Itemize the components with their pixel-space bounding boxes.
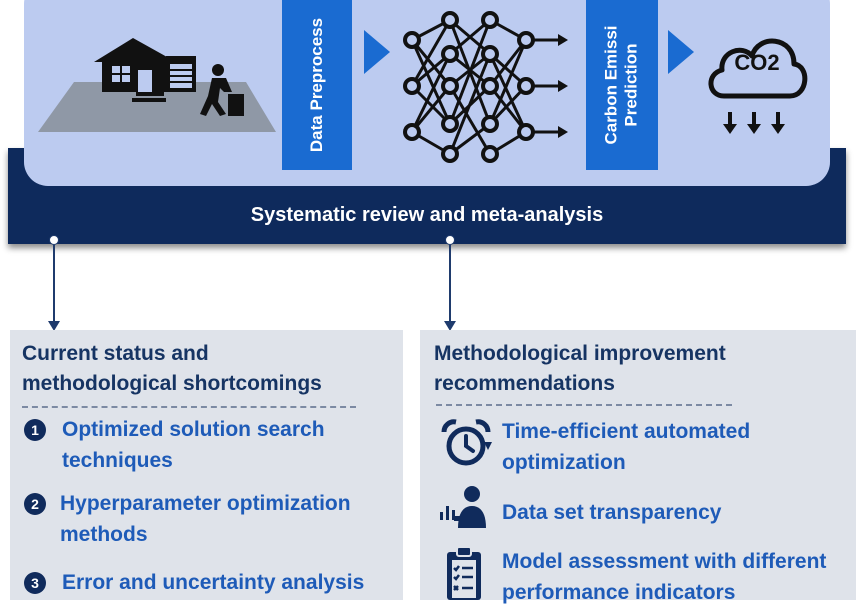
list-item: Optimized solution search techniques bbox=[62, 414, 402, 476]
arrow-right-icon bbox=[668, 30, 694, 74]
arrow-down-icon bbox=[444, 321, 456, 331]
item-line2: performance indicators bbox=[502, 581, 736, 604]
co2-cloud-icon bbox=[708, 38, 808, 134]
band-title: Systematic review and meta-analysis bbox=[250, 204, 604, 226]
neural-network-icon bbox=[403, 11, 568, 163]
house-with-worker-icon bbox=[38, 38, 276, 132]
data-preprocess-step: Data Preprocess bbox=[282, 0, 352, 170]
arrow-right-icon bbox=[364, 30, 390, 74]
list-item: Error and uncertainty analysis bbox=[62, 567, 402, 598]
recommendations-title-line2: recommendations bbox=[434, 372, 615, 395]
divider bbox=[22, 406, 356, 408]
arrow-down-icon bbox=[48, 321, 60, 331]
item-line2: methods bbox=[60, 523, 148, 546]
carbon-emission-prediction-label: Carbon Emissi Prediction bbox=[602, 25, 642, 144]
item-line2: techniques bbox=[62, 449, 173, 472]
list-item: Model assessment with different performa… bbox=[502, 546, 852, 608]
recommendations-title-line1: Methodological improvement bbox=[434, 342, 726, 365]
number-badge: 1 bbox=[24, 419, 46, 441]
shortcomings-title-line1: Current status and bbox=[22, 342, 209, 365]
number-badge: 2 bbox=[24, 493, 46, 515]
data-preprocess-label: Data Preprocess bbox=[307, 17, 326, 153]
shortcomings-title: Current status and methodological shortc… bbox=[22, 339, 402, 399]
item-line2: optimization bbox=[502, 451, 626, 474]
co2-label: CO2 bbox=[734, 50, 780, 75]
item-line1: Data set transparency bbox=[502, 501, 722, 524]
recommendations-title: Methodological improvement recommendatio… bbox=[434, 339, 844, 399]
connector-dot-right bbox=[445, 235, 455, 245]
connector-dot-left bbox=[49, 235, 59, 245]
person-data-icon bbox=[440, 486, 486, 528]
connector-line-left bbox=[53, 245, 55, 323]
list-item: Time-efficient automated optimization bbox=[502, 416, 842, 478]
shortcomings-title-line2: methodological shortcomings bbox=[22, 372, 322, 395]
clipboard-checklist-icon bbox=[447, 546, 481, 600]
item-line1: Model assessment with different bbox=[502, 550, 827, 573]
connector-line-right bbox=[449, 245, 451, 323]
shortcomings-panel bbox=[10, 330, 403, 600]
number-badge: 3 bbox=[24, 572, 46, 594]
alarm-clock-icon bbox=[441, 419, 492, 466]
recommendations-panel bbox=[420, 330, 856, 600]
step2-line1: Carbon Emissi bbox=[602, 25, 622, 145]
item-line1: Time-efficient automated bbox=[502, 420, 751, 443]
divider bbox=[436, 404, 732, 406]
item-line1: Error and uncertainty analysis bbox=[62, 571, 365, 594]
list-item: Hyperparameter optimization methods bbox=[60, 488, 400, 550]
item-line1: Hyperparameter optimization bbox=[60, 492, 351, 515]
step2-line2: Prediction bbox=[622, 43, 642, 127]
list-item: Data set transparency bbox=[502, 497, 842, 528]
item-line1: Optimized solution search bbox=[62, 418, 325, 441]
carbon-emission-prediction-step: Carbon Emissi Prediction bbox=[586, 0, 658, 170]
